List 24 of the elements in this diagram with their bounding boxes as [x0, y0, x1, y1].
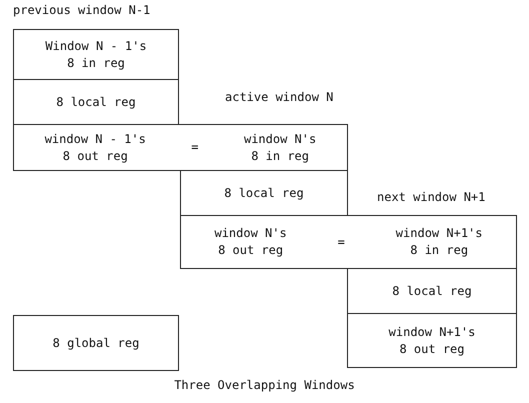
register-box: [13, 79, 179, 125]
register-label: 8 global reg: [52, 334, 140, 352]
register-label: window N+1's 8 out reg: [388, 324, 476, 358]
register-label: window N - 1's 8 out reg: [44, 130, 147, 164]
register-box: [347, 313, 517, 368]
register-box: [13, 124, 348, 171]
window-heading: active window N: [225, 90, 334, 104]
register-label: window N's 8 in reg: [242, 130, 318, 164]
register-label: 8 local reg: [391, 282, 473, 300]
register-box: [347, 268, 517, 314]
register-box: [13, 29, 179, 80]
register-label: window N+1's 8 in reg: [394, 225, 484, 259]
global-register-box: [13, 315, 179, 371]
caption: Three Overlapping Windows: [173, 378, 356, 392]
equals-sign: =: [336, 234, 346, 250]
equals-sign: =: [190, 139, 200, 156]
window-heading: previous window N-1: [13, 3, 150, 17]
register-label: 8 local reg: [223, 184, 305, 202]
register-box: [180, 215, 517, 269]
register-label: Window N - 1's 8 in reg: [44, 38, 148, 72]
register-box: [180, 170, 348, 216]
register-label: window N's 8 out reg: [213, 225, 288, 259]
window-heading: next window N+1: [377, 190, 486, 204]
register-label: 8 local reg: [55, 94, 137, 110]
